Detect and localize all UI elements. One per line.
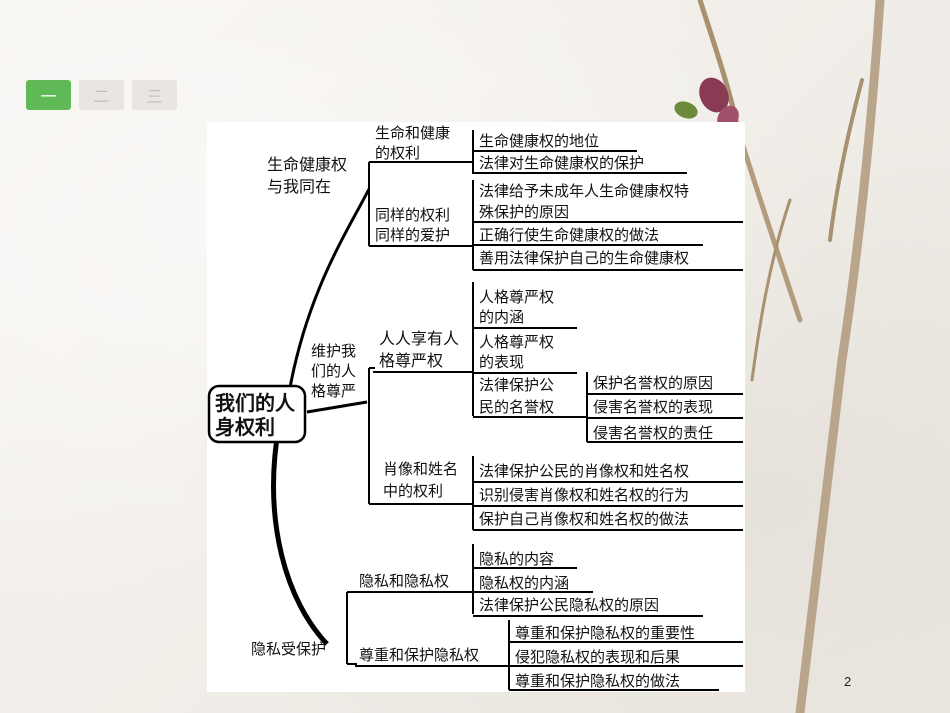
page-number: 2 <box>844 674 852 689</box>
b2-subleaf-2: 侵害名誉权的表现 <box>593 398 713 416</box>
branch2-label-3: 格尊严 <box>311 382 356 400</box>
b1-sub2-leaf-1b: 殊保护的原因 <box>479 203 569 221</box>
connector-branch2 <box>306 400 368 414</box>
branch3-label: 隐私受保护 <box>251 640 326 658</box>
connector-branch1 <box>287 188 371 394</box>
b2-sub2-leaf-1: 法律保护公民的肖像权和姓名权 <box>479 462 689 480</box>
b3-sub1-leaf-1: 隐私的内容 <box>479 550 554 568</box>
b2-subleaf-1: 保护名誉权的原因 <box>593 374 713 392</box>
b2-sub2-label-1: 肖像和姓名 <box>383 460 458 478</box>
root-box <box>207 384 307 444</box>
mindmap-diagram: 我们的人 身权利 生命健康权 与我同在 生命和健康 的权利 生命健康权的地位 法… <box>207 124 743 691</box>
b2-sub1-leaf-1a: 人格尊严权 <box>479 288 554 306</box>
section-tabs: 一 二 三 <box>26 80 177 110</box>
b2-sub1-leaf-2b: 的表现 <box>479 353 524 371</box>
tab-three[interactable]: 三 <box>132 80 177 110</box>
b2-sub1-leaf-2a: 人格尊严权 <box>479 333 554 351</box>
b2-subleaf-3: 侵害名誉权的责任 <box>593 424 713 442</box>
b2-sub1-leaf-1b: 的内涵 <box>479 308 524 326</box>
b2-sub2-label-2: 中的权利 <box>383 482 443 500</box>
b3-sub1-leaf-2: 隐私权的内涵 <box>479 574 569 592</box>
b3-sub2-leaf-3: 尊重和保护隐私权的做法 <box>515 672 680 690</box>
b2-sub1-leaf-3b: 民的名誉权 <box>479 398 554 416</box>
b2-sub2-leaf-2: 识别侵害肖像权和姓名权的行为 <box>479 486 689 504</box>
b2-sub1-label-1: 人人享有人 <box>379 329 459 348</box>
branch1-label-1: 生命健康权 <box>267 155 347 174</box>
b3-sub1-label: 隐私和隐私权 <box>359 572 449 590</box>
b3-sub1-leaf-3: 法律保护公民隐私权的原因 <box>479 596 659 614</box>
b1-sub2-label-1: 同样的权利 <box>375 206 450 224</box>
connector-branch3 <box>271 424 329 646</box>
b3-sub2-leaf-1: 尊重和保护隐私权的重要性 <box>515 624 695 642</box>
b1-sub1-label-1: 生命和健康 <box>375 124 450 142</box>
branch1-label-2: 与我同在 <box>267 177 331 196</box>
b1-sub1-leaf-2: 法律对生命健康权的保护 <box>479 154 644 172</box>
mindmap-panel: 我们的人 身权利 生命健康权 与我同在 生命和健康 的权利 生命健康权的地位 法… <box>207 122 745 692</box>
branch2-label-1: 维护我 <box>311 342 356 360</box>
b2-sub1-label-2: 格尊严权 <box>379 351 443 370</box>
b1-sub2-leaf-1a: 法律给予未成年人生命健康权特 <box>479 182 689 200</box>
b1-sub2-label-2: 同样的爱护 <box>375 226 450 244</box>
b2-sub2-leaf-3: 保护自己肖像权和姓名权的做法 <box>479 510 689 528</box>
tab-one[interactable]: 一 <box>26 80 71 110</box>
b1-sub2-leaf-3: 善用法律保护自己的生命健康权 <box>479 249 689 267</box>
b3-sub2-leaf-2: 侵犯隐私权的表现和后果 <box>515 648 680 666</box>
b1-sub2-leaf-2: 正确行使生命健康权的做法 <box>479 226 659 244</box>
b3-sub2-label: 尊重和保护隐私权 <box>359 646 479 664</box>
root-line-1: 我们的人 <box>215 391 296 415</box>
root-line-2: 身权利 <box>215 415 275 439</box>
b1-sub1-leaf-1: 生命健康权的地位 <box>479 132 599 150</box>
b1-sub1-label-2: 的权利 <box>375 144 420 162</box>
tab-two[interactable]: 二 <box>79 80 124 110</box>
b2-sub1-leaf-3a: 法律保护公 <box>479 376 554 394</box>
branch2-label-2: 们的人 <box>311 362 356 380</box>
